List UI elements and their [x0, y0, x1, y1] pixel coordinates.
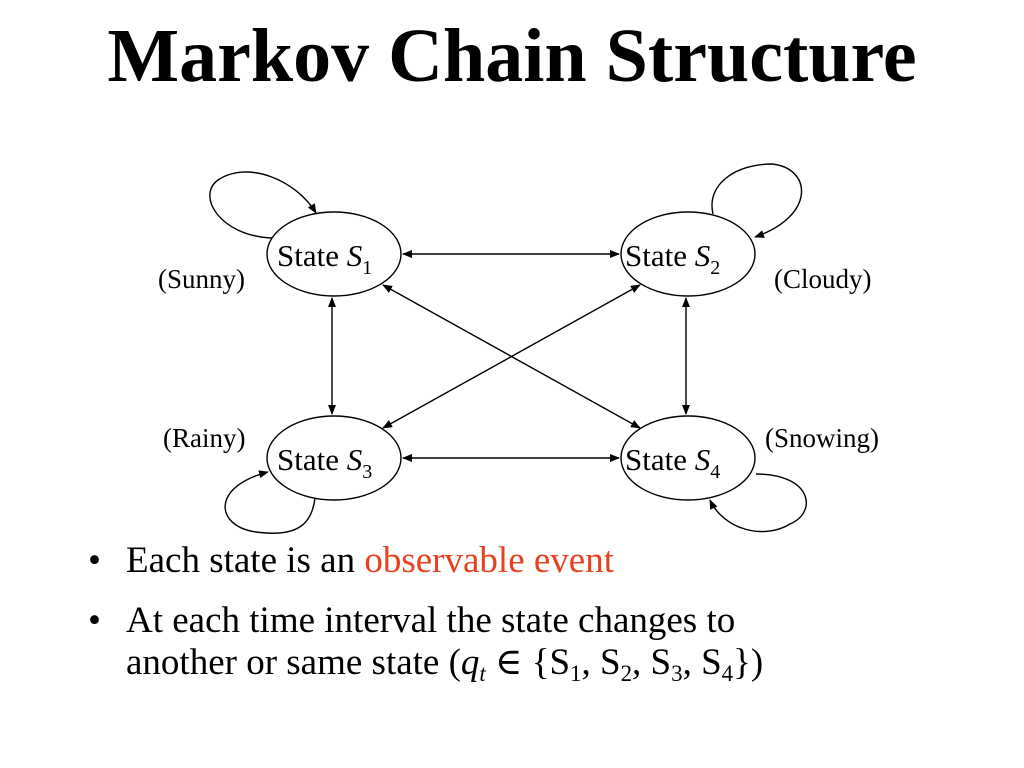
state-node-1	[266, 211, 402, 297]
highlight-text: observable event	[364, 540, 615, 581]
bullet-item-transition: • At each time interval the state change…	[88, 600, 988, 688]
state-label-2: State S2	[625, 238, 720, 279]
edge-s2-s3	[382, 284, 641, 429]
state-label-1: State S1	[277, 238, 372, 279]
self-loop-s1	[209, 171, 317, 239]
state-node-4	[620, 415, 756, 501]
weather-label-snowing: (Snowing)	[765, 423, 879, 453]
self-loop-s4	[709, 473, 807, 533]
weather-label-sunny: (Sunny)	[158, 264, 245, 294]
slide-title: Markov Chain Structure	[107, 14, 917, 98]
weather-label-rainy: (Rainy)	[163, 423, 245, 453]
bullet-text-line1: At each time interval the state changes …	[126, 600, 736, 641]
bullet-text: Each state is an	[126, 540, 365, 581]
state-label-3: State S3	[277, 442, 372, 483]
bullet-dot-icon: •	[88, 600, 101, 641]
self-loop-s3	[224, 470, 316, 534]
element-of-symbol: ∈	[495, 642, 523, 683]
bullet-text-line2: another or same state (qt ∈ {S1, S2, S3,…	[126, 642, 764, 686]
state-label-4: State S4	[625, 442, 720, 483]
bullet-dot-icon: •	[88, 540, 101, 581]
state-node-2	[620, 211, 756, 297]
state-node-3	[266, 415, 402, 501]
self-loop-s2	[711, 163, 803, 238]
bullet-list: • Each state is an observable event • At…	[88, 540, 988, 706]
weather-label-cloudy: (Cloudy)	[774, 264, 872, 294]
bullet-item-observable: • Each state is an observable event	[88, 540, 988, 582]
